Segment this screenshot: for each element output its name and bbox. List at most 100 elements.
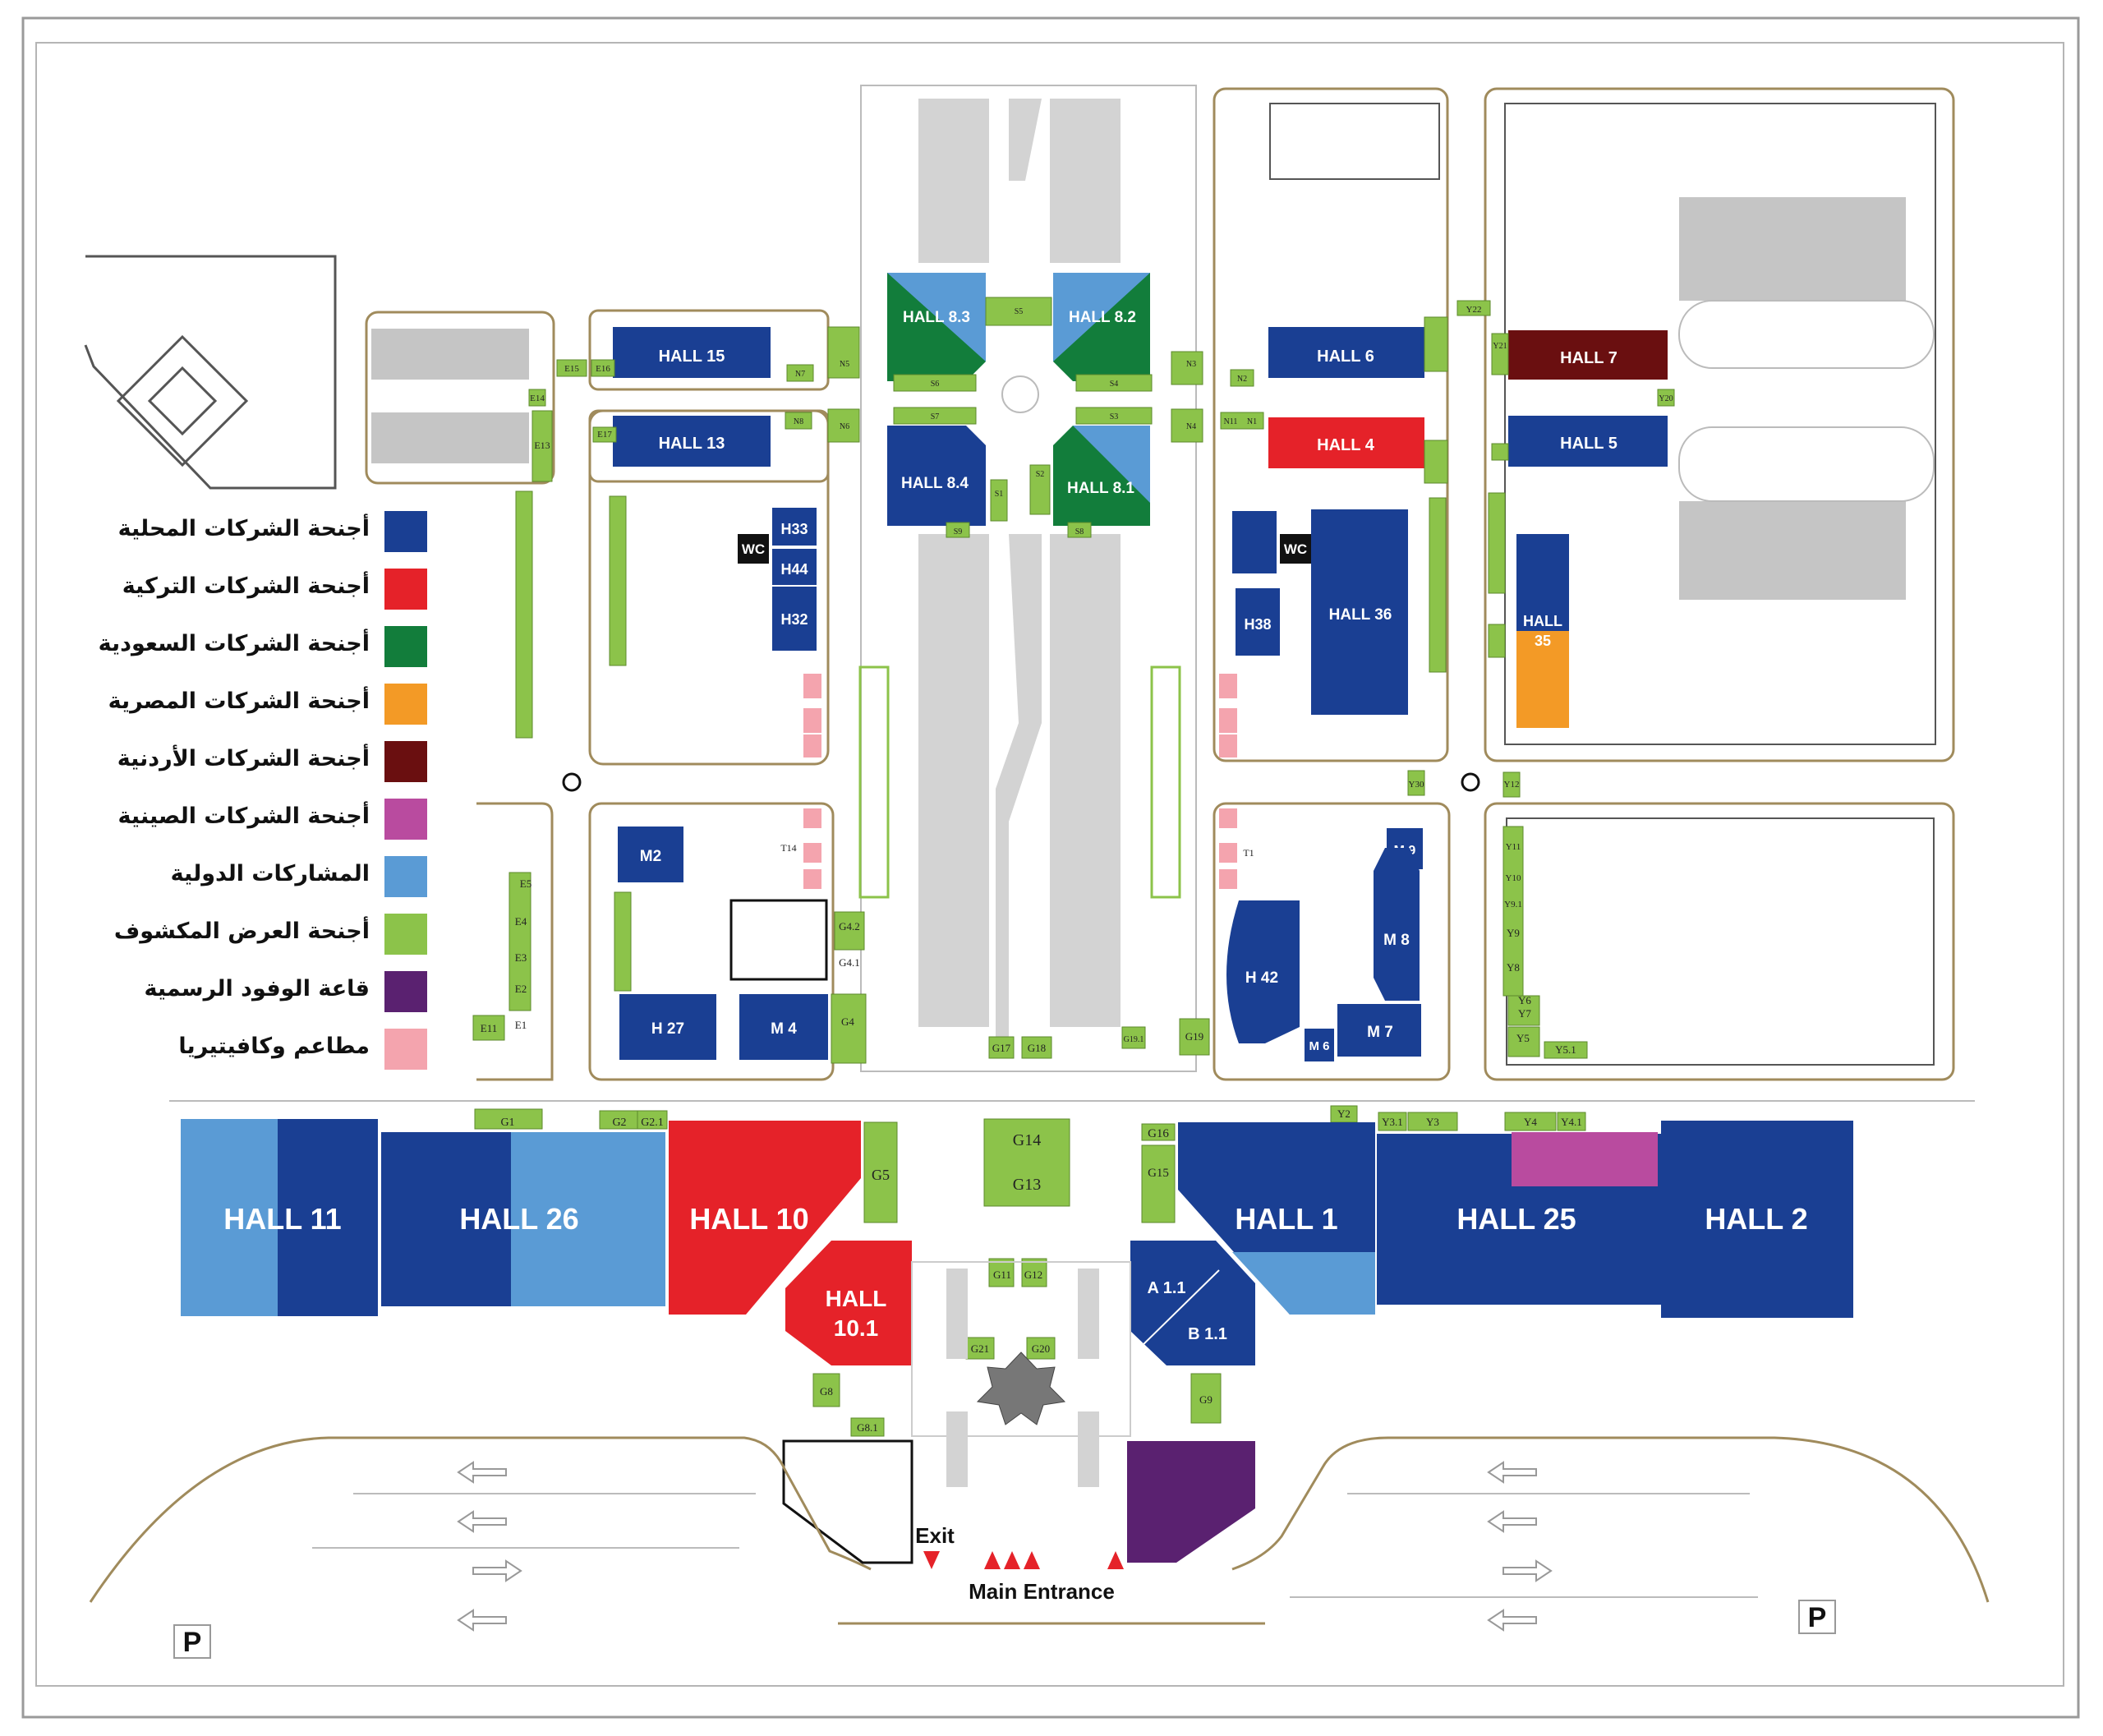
- svg-text:Y4.1: Y4.1: [1561, 1116, 1582, 1128]
- hall-2-label: HALL 2: [1705, 1202, 1807, 1236]
- exit-label: Exit: [915, 1523, 955, 1548]
- hall-8-1-label: HALL 8.1: [1067, 480, 1134, 497]
- block-northeast: [1484, 87, 1955, 1081]
- legend-swatch: [384, 1029, 427, 1070]
- hall-38[interactable]: [1236, 588, 1280, 656]
- hall-5-label: HALL 5: [1560, 435, 1618, 453]
- hall-26-label: HALL 26: [459, 1202, 578, 1236]
- block-east-upper: [1213, 87, 1449, 762]
- svg-text:N3: N3: [1186, 360, 1196, 369]
- parking-areas: P P: [89, 1436, 1990, 1659]
- main-entrance-label: Main Entrance: [969, 1579, 1115, 1604]
- hall-5[interactable]: [1508, 416, 1668, 467]
- svg-text:G8.1: G8.1: [857, 1421, 878, 1434]
- legend-label: أجنحة الشركات الصينية: [117, 804, 370, 829]
- svg-text:N11: N11: [1224, 417, 1238, 426]
- hall-10[interactable]: [669, 1121, 861, 1315]
- svg-text:G17: G17: [992, 1042, 1011, 1054]
- legend-item-turkish: أجنحة الشركات التركية: [115, 567, 427, 613]
- legend-item-egyptian: أجنحة الشركات المصرية: [108, 682, 427, 728]
- svg-text:G13: G13: [1013, 1176, 1041, 1194]
- legend-swatch: [384, 914, 427, 955]
- entrance-markers: [923, 1551, 1124, 1569]
- svg-text:Y21: Y21: [1493, 342, 1507, 351]
- svg-text:G14: G14: [1013, 1131, 1041, 1149]
- svg-text:Y20: Y20: [1659, 394, 1673, 403]
- central-promenade: [858, 85, 1197, 1072]
- fountain-star: [976, 1352, 1066, 1425]
- svg-text:S7: S7: [931, 412, 940, 421]
- hall-10-1[interactable]: [785, 1241, 912, 1365]
- official-delegation-hall[interactable]: [1127, 1441, 1255, 1563]
- h44-label: H44: [780, 561, 808, 578]
- hall-m4[interactable]: [739, 994, 828, 1060]
- legend-label: أجنحة الشركات الأردنية: [117, 746, 370, 771]
- legend-label: أجنحة الشركات السعودية: [98, 631, 370, 656]
- legend-swatch: [384, 511, 427, 552]
- hall-10-1-label-b: 10.1: [834, 1315, 879, 1341]
- svg-text:Y2: Y2: [1337, 1107, 1351, 1120]
- legend-label: المشاركات الدولية: [170, 861, 370, 886]
- hall-h42[interactable]: [1226, 900, 1300, 1043]
- svg-text:T14: T14: [780, 842, 796, 854]
- hall-h44[interactable]: [772, 549, 817, 585]
- svg-text:G19: G19: [1185, 1030, 1203, 1043]
- legend-swatch: [384, 741, 427, 782]
- hall-h32[interactable]: [772, 587, 817, 651]
- hall-10-1-label-a: HALL: [826, 1286, 887, 1311]
- hall-13[interactable]: [613, 416, 771, 467]
- svg-text:S9: S9: [954, 527, 963, 536]
- svg-text:S3: S3: [1110, 412, 1119, 421]
- svg-text:E16: E16: [596, 364, 610, 374]
- svg-text:E5: E5: [520, 877, 532, 890]
- legend-item-local: أجنحة الشركات المحلية: [115, 509, 427, 555]
- outdoor-pads: [472, 297, 1675, 1437]
- svg-text:S2: S2: [1036, 470, 1045, 479]
- hall-m2[interactable]: [618, 827, 683, 882]
- svg-text:G12: G12: [1024, 1269, 1042, 1281]
- legend-item-restaurant: مطاعم وكافيتيريا: [115, 1027, 427, 1073]
- hall-h33[interactable]: [772, 508, 817, 546]
- hall-h27[interactable]: [619, 994, 716, 1060]
- hall-m7[interactable]: [1337, 1004, 1421, 1057]
- h27-label: H 27: [651, 1020, 684, 1038]
- legend-item-outdoor: أجنحة العرض المكشوف: [114, 912, 427, 958]
- a11-label: A 1.1: [1147, 1279, 1185, 1297]
- svg-text:S5: S5: [1015, 307, 1024, 316]
- hall-m6[interactable]: [1305, 1029, 1334, 1061]
- m6-label: M 6: [1309, 1039, 1329, 1053]
- block-west-upper: [588, 409, 830, 766]
- hall-35[interactable]: [1516, 534, 1569, 631]
- svg-text:G18: G18: [1028, 1042, 1046, 1054]
- svg-text:G19.1: G19.1: [1124, 1035, 1144, 1044]
- hall-15[interactable]: [613, 327, 771, 378]
- hall-m8[interactable]: [1374, 848, 1420, 1001]
- svg-text:Y9.1: Y9.1: [1504, 900, 1522, 909]
- roundabout-west: [562, 772, 582, 792]
- svg-text:G5: G5: [872, 1167, 890, 1183]
- svg-text:T1: T1: [1243, 847, 1254, 859]
- legend-item-chinese: أجنحة الشركات الصينية: [115, 797, 427, 843]
- hall-36[interactable]: [1311, 509, 1408, 715]
- h38-label: H38: [1244, 616, 1271, 633]
- hall-11-label: HALL 11: [223, 1202, 341, 1236]
- svg-text:N2: N2: [1237, 375, 1247, 384]
- wc-east: [1280, 534, 1311, 564]
- outer-frame: [21, 16, 2080, 1719]
- block-far-west: [476, 802, 554, 1081]
- hall-10-label: HALL 10: [689, 1202, 808, 1236]
- svg-text:S4: S4: [1110, 380, 1119, 389]
- hall-2[interactable]: [1661, 1121, 1853, 1318]
- hall-4[interactable]: [1268, 417, 1424, 468]
- svg-text:E15: E15: [564, 364, 579, 374]
- svg-text:G16: G16: [1148, 1127, 1169, 1140]
- svg-text:E13: E13: [534, 440, 550, 451]
- hall-6[interactable]: [1268, 327, 1424, 378]
- hall-a-b-1-1[interactable]: [1130, 1241, 1255, 1365]
- legend-label: أجنحة الشركات التركية: [122, 573, 370, 599]
- svg-text:G1: G1: [500, 1117, 514, 1129]
- hall-7[interactable]: [1508, 330, 1668, 380]
- svg-text:Y8: Y8: [1507, 961, 1520, 974]
- outdoor-labels: G1 G2 G2.1 G5 G14 G13 G16 G15 G11 G12 G2…: [481, 305, 1673, 1434]
- hall-8-4[interactable]: [887, 426, 986, 526]
